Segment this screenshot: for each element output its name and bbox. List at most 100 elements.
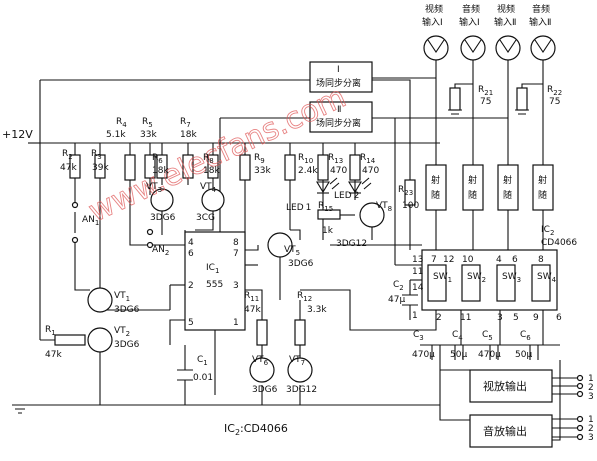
r5-label: R5 — [142, 117, 153, 129]
sw2-label: SW2 — [467, 272, 486, 284]
sw-pin-5: 5 — [513, 313, 519, 323]
follower-1-label-2: 随 — [431, 189, 440, 201]
audio-out-terminal-1 — [576, 415, 584, 423]
vt5-label: VT5 — [284, 245, 300, 257]
input-audio2-label-1: 音频 — [532, 3, 550, 15]
audio-amp-out-box — [469, 414, 553, 448]
caption: IC2:CD4066 — [224, 422, 288, 437]
resistor-r7-body — [182, 154, 194, 179]
vt6-label: VT6 — [252, 355, 269, 367]
sw-pin-1: 1 — [412, 311, 418, 321]
follower-3-label-1: 射 — [503, 174, 512, 186]
r22-label: R22 — [547, 85, 562, 97]
vt7-part: 3DG12 — [286, 385, 317, 395]
r13-value: 470 — [330, 166, 347, 176]
r6-label: R6 — [152, 153, 163, 165]
sync-1-label: 场同步分离 — [316, 77, 361, 89]
r12-value: 3.3k — [307, 305, 327, 315]
ic1-pin-6: 6 — [188, 249, 194, 259]
sw1-label: SW1 — [433, 272, 452, 284]
ic1-pin-5: 5 — [188, 318, 194, 328]
sync-2-label: 场同步分离 — [316, 117, 361, 129]
ic1-pin-4: 4 — [188, 238, 194, 248]
r10-label: R10 — [298, 153, 313, 165]
r2-value: 47k — [60, 163, 77, 173]
video-out-terminal-2 — [576, 382, 584, 390]
audio-term-2-label: 2 — [588, 424, 594, 434]
c6-label: C6 — [520, 330, 531, 342]
ic1-part: 555 — [206, 280, 223, 290]
video-term-3-label: 3 — [588, 392, 594, 402]
ic1-555-body — [184, 231, 246, 331]
resistor-r1-body — [54, 334, 86, 346]
transistor-vt4-icon — [201, 188, 225, 212]
input-jack-2-icon — [460, 35, 486, 61]
vt6-part: 3DG6 — [252, 385, 278, 395]
input-video2-label-1: 视频 — [497, 3, 515, 15]
audio-out-terminal-3 — [576, 433, 584, 441]
sw-pin-11: 11 — [460, 313, 471, 323]
resistor-r22-body — [516, 87, 528, 111]
vt2-part: 3DG6 — [114, 340, 140, 350]
r11-value: 47k — [244, 305, 261, 315]
video-term-2-label: 2 — [588, 383, 594, 393]
r14-label: R14 — [360, 153, 376, 165]
ic2-part: CD4066 — [541, 238, 577, 248]
sw4-label: SW4 — [537, 272, 557, 284]
r5-value: 33k — [140, 130, 157, 140]
video-out-terminal-1 — [576, 374, 584, 382]
supply-label: +12V — [2, 128, 33, 141]
resistor-r14-body — [349, 154, 361, 181]
input-video1-label-2: 输入Ⅰ — [422, 16, 443, 28]
follower-1-label-1: 射 — [431, 174, 440, 186]
r15-value: 1k — [322, 226, 334, 236]
r12-label: R12 — [297, 291, 312, 303]
resistor-r21-body — [449, 87, 461, 111]
r21-label: R21 — [478, 85, 493, 97]
vt8-label: VT8 — [376, 201, 392, 213]
input-jack-1-icon — [423, 35, 449, 61]
follower-2-label-2: 随 — [468, 189, 477, 201]
ic1-pin-2: 2 — [188, 281, 194, 291]
r4-value: 5.1k — [106, 130, 126, 140]
r3-value: 39k — [92, 163, 109, 173]
video-out-terminal-3 — [576, 390, 584, 398]
vt1-label: VT1 — [114, 291, 130, 303]
r10-value: 2.4k — [298, 166, 318, 176]
c2-value: 47μ — [388, 295, 405, 305]
r11-label: R11 — [244, 291, 259, 303]
follower-4-label-2: 随 — [538, 189, 547, 201]
capacitor-c1-icon — [177, 369, 193, 381]
resistor-r11-body — [256, 319, 268, 346]
sync-2-number: Ⅱ — [337, 105, 341, 115]
sync-separator-1-box — [309, 61, 373, 93]
sw1-box — [427, 264, 447, 302]
follower-1-box — [425, 164, 447, 211]
ic1-pin-7: 7 — [233, 249, 239, 259]
follower-4-box — [532, 164, 554, 211]
sw-pin-14: 14 — [412, 283, 424, 293]
sw3-box — [496, 264, 516, 302]
button-an1-icon — [71, 201, 79, 244]
resistor-r5-body — [144, 154, 156, 179]
follower-4-label-1: 射 — [538, 174, 547, 186]
an2-label: AN2 — [152, 245, 169, 257]
led2-icon — [348, 177, 372, 194]
transistor-vt2-icon — [87, 327, 113, 353]
transistor-vt7-icon — [287, 357, 313, 383]
c4-value: 50μ — [450, 350, 467, 360]
transistor-vt8-icon — [359, 202, 385, 228]
vt5-part: 3DG6 — [288, 259, 314, 269]
input-audio2-label-2: 输入Ⅱ — [529, 16, 551, 28]
r9-label: R9 — [254, 153, 265, 165]
sw-pin-11-left: 11 — [412, 267, 423, 277]
r7-value: 18k — [180, 130, 197, 140]
capacitor-c5-icon — [489, 345, 499, 360]
sw-pin-6: 6 — [512, 255, 518, 265]
audio-term-1-label: 1 — [588, 415, 594, 425]
r21-value: 75 — [480, 97, 491, 107]
resistor-r3-body — [94, 154, 106, 179]
